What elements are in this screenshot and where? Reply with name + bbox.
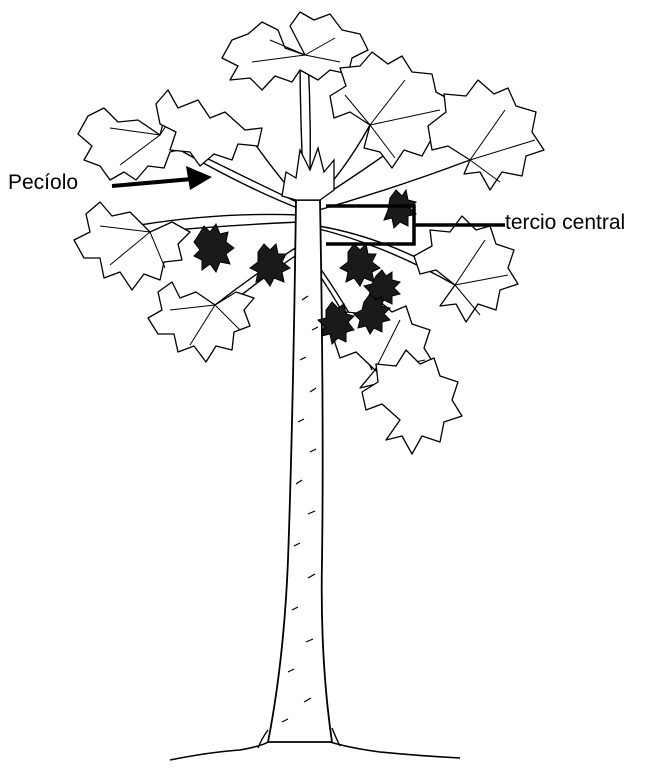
arrowhead <box>186 166 212 190</box>
crown-apex <box>282 148 334 200</box>
flower-cluster <box>384 190 416 228</box>
label-tercio-central: tercio central <box>505 212 625 233</box>
label-peciolo: Pecíolo <box>8 172 78 193</box>
leaf-bottom-right <box>362 350 462 454</box>
flower-cluster <box>250 244 290 286</box>
leaf-lower-left <box>148 282 254 362</box>
trunk-outline <box>268 200 332 742</box>
ground-line <box>170 742 460 760</box>
leaf-upper-left-center <box>156 90 262 166</box>
leaf-upper-right <box>330 52 454 168</box>
leaf-left-middle <box>74 202 190 290</box>
trunk <box>268 200 332 742</box>
flower-cluster <box>194 224 234 272</box>
leaf-far-right <box>428 80 544 190</box>
